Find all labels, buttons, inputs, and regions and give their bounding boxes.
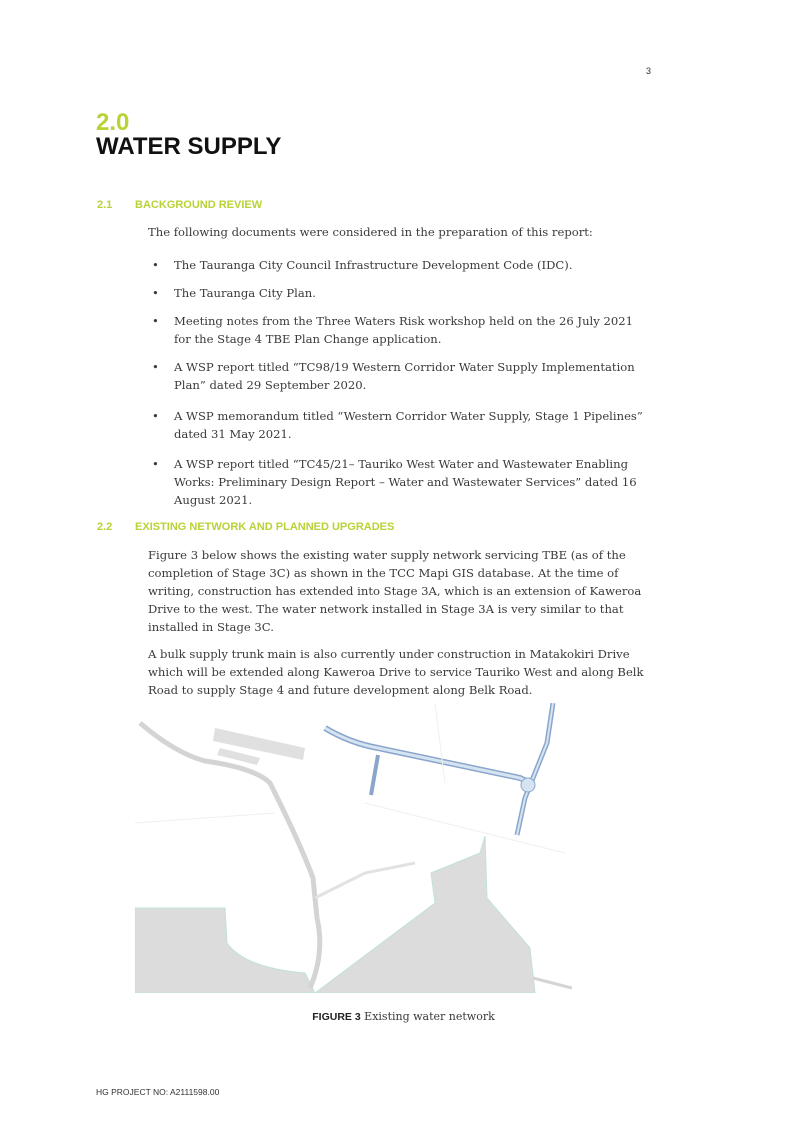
list-item-text: The Tauranga City Plan. bbox=[174, 286, 316, 300]
chapter-number: 2.0 bbox=[96, 109, 130, 136]
water-network-map bbox=[134, 702, 573, 994]
section-number: 2.2 bbox=[97, 521, 113, 533]
list-item-text: The Tauranga City Council Infrastructure… bbox=[174, 258, 573, 272]
list-item-text: Meeting notes from the Three Waters Risk… bbox=[174, 314, 633, 346]
page-number: 3 bbox=[646, 66, 652, 76]
paragraph: Figure 3 below shows the existing water … bbox=[148, 548, 642, 634]
section-title: BACKGROUND REVIEW bbox=[135, 199, 263, 211]
list-item-text: A WSP report titled “TC45/21– Tauriko We… bbox=[174, 457, 637, 507]
figure-caption: FIGURE 3 Existing water network bbox=[0, 1010, 807, 1023]
section-number: 2.1 bbox=[97, 199, 113, 211]
chapter-title: WATER SUPPLY bbox=[96, 133, 282, 160]
footer-project-number: HG PROJECT NO: A2111598.00 bbox=[96, 1087, 220, 1097]
figure-label: FIGURE 3 bbox=[312, 1011, 361, 1023]
figure-caption-text: Existing water network bbox=[364, 1010, 495, 1023]
intro-paragraph: The following documents were considered … bbox=[148, 225, 593, 239]
section-title: EXISTING NETWORK AND PLANNED UPGRADES bbox=[135, 521, 395, 533]
paragraph: A bulk supply trunk main is also current… bbox=[148, 647, 644, 697]
list-item-text: A WSP report titled “TC98/19 Western Cor… bbox=[174, 360, 635, 392]
list-item-text: A WSP memorandum titled “Western Corrido… bbox=[174, 409, 643, 441]
